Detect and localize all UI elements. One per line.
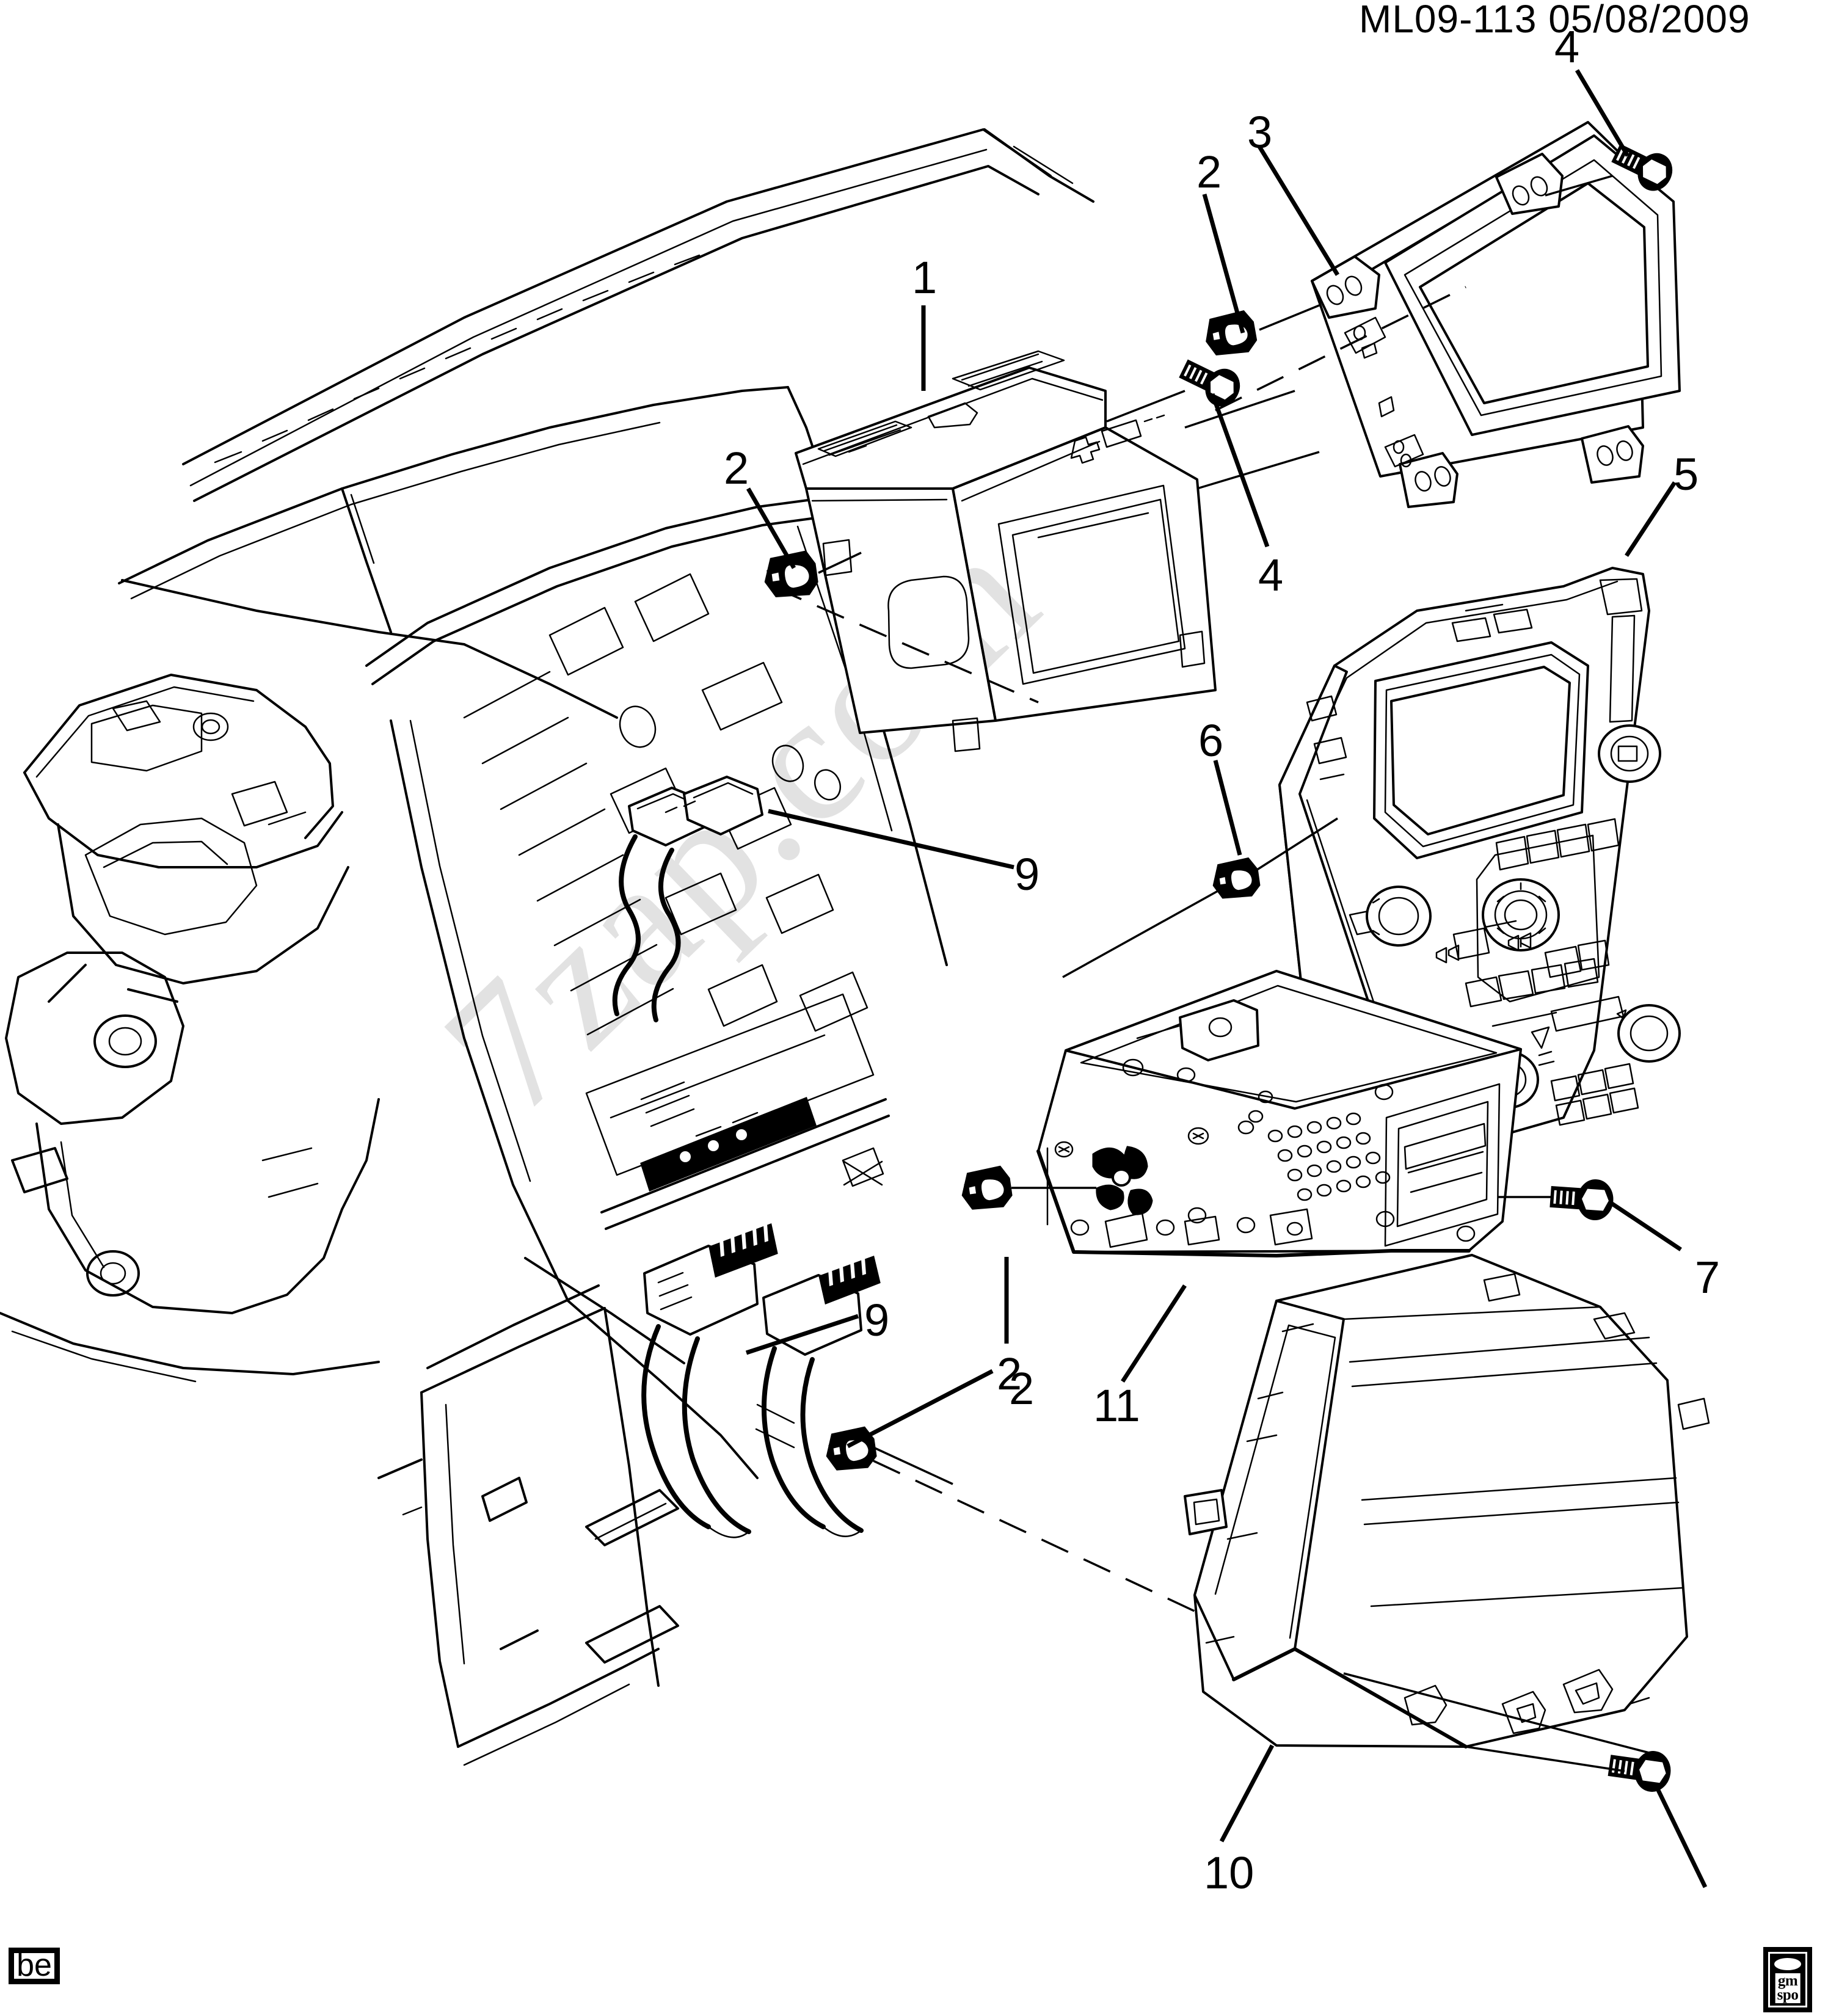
callout-2-radio: 2 bbox=[997, 1348, 1022, 1399]
callout-3: 3 bbox=[1247, 107, 1273, 158]
callout-4-middle: 4 bbox=[1258, 550, 1284, 600]
callout-2-dash: 2 bbox=[724, 443, 749, 493]
callout-11: 7 bbox=[1695, 1252, 1721, 1303]
part-9-wiring-harness-upper bbox=[612, 776, 763, 1022]
lower-console-structure bbox=[377, 1257, 759, 1766]
callout-8: 10 bbox=[1204, 1847, 1254, 1898]
callout-9-lower: 9 bbox=[864, 1295, 890, 1345]
instrument-cluster-housing bbox=[0, 674, 380, 1383]
part-10-lower-console-trim-panel bbox=[1184, 1254, 1710, 1749]
gm-logo-line1: gm bbox=[1777, 1973, 1798, 1989]
callout-6: 6 bbox=[1198, 715, 1224, 766]
part-11-radio-receiver-assembly bbox=[1036, 970, 1522, 1257]
gm-logo-inner: gm spo bbox=[1768, 1952, 1807, 2007]
callout-10: 11 bbox=[1093, 1380, 1140, 1431]
part-3-navigation-display-module bbox=[1311, 121, 1681, 508]
gm-logo-line2: spo bbox=[1777, 1987, 1799, 2003]
callout-2-upper: 2 bbox=[1196, 147, 1222, 197]
callout-4-top-right: 4 bbox=[1554, 21, 1580, 72]
dash-top-surface bbox=[118, 386, 820, 719]
callout-9-upper: 9 bbox=[1014, 849, 1040, 900]
gm-spo-logo: gm spo bbox=[1763, 1947, 1812, 2012]
sheet-code-label: be bbox=[16, 1947, 52, 1983]
part-9-wiring-harness-lower bbox=[641, 1223, 881, 1538]
sheet-code-box: be bbox=[9, 1948, 60, 1984]
callout-1: 1 bbox=[912, 252, 938, 303]
callout-leader-lines bbox=[745, 69, 1708, 1888]
part-1-storage-compartment bbox=[795, 350, 1217, 752]
instrument-panel-center-opening bbox=[365, 498, 948, 1302]
drawing-header-code: ML09-113 05/08/2009 bbox=[1359, 0, 1750, 41]
callout-5: 5 bbox=[1673, 449, 1699, 500]
windshield-upper-dash-outline bbox=[182, 128, 1094, 502]
callout-7: 2 bbox=[1009, 1363, 1035, 1414]
gm-logo-text: gm spo bbox=[1775, 1973, 1801, 2003]
gm-logo-ellipse bbox=[1774, 1958, 1801, 1970]
